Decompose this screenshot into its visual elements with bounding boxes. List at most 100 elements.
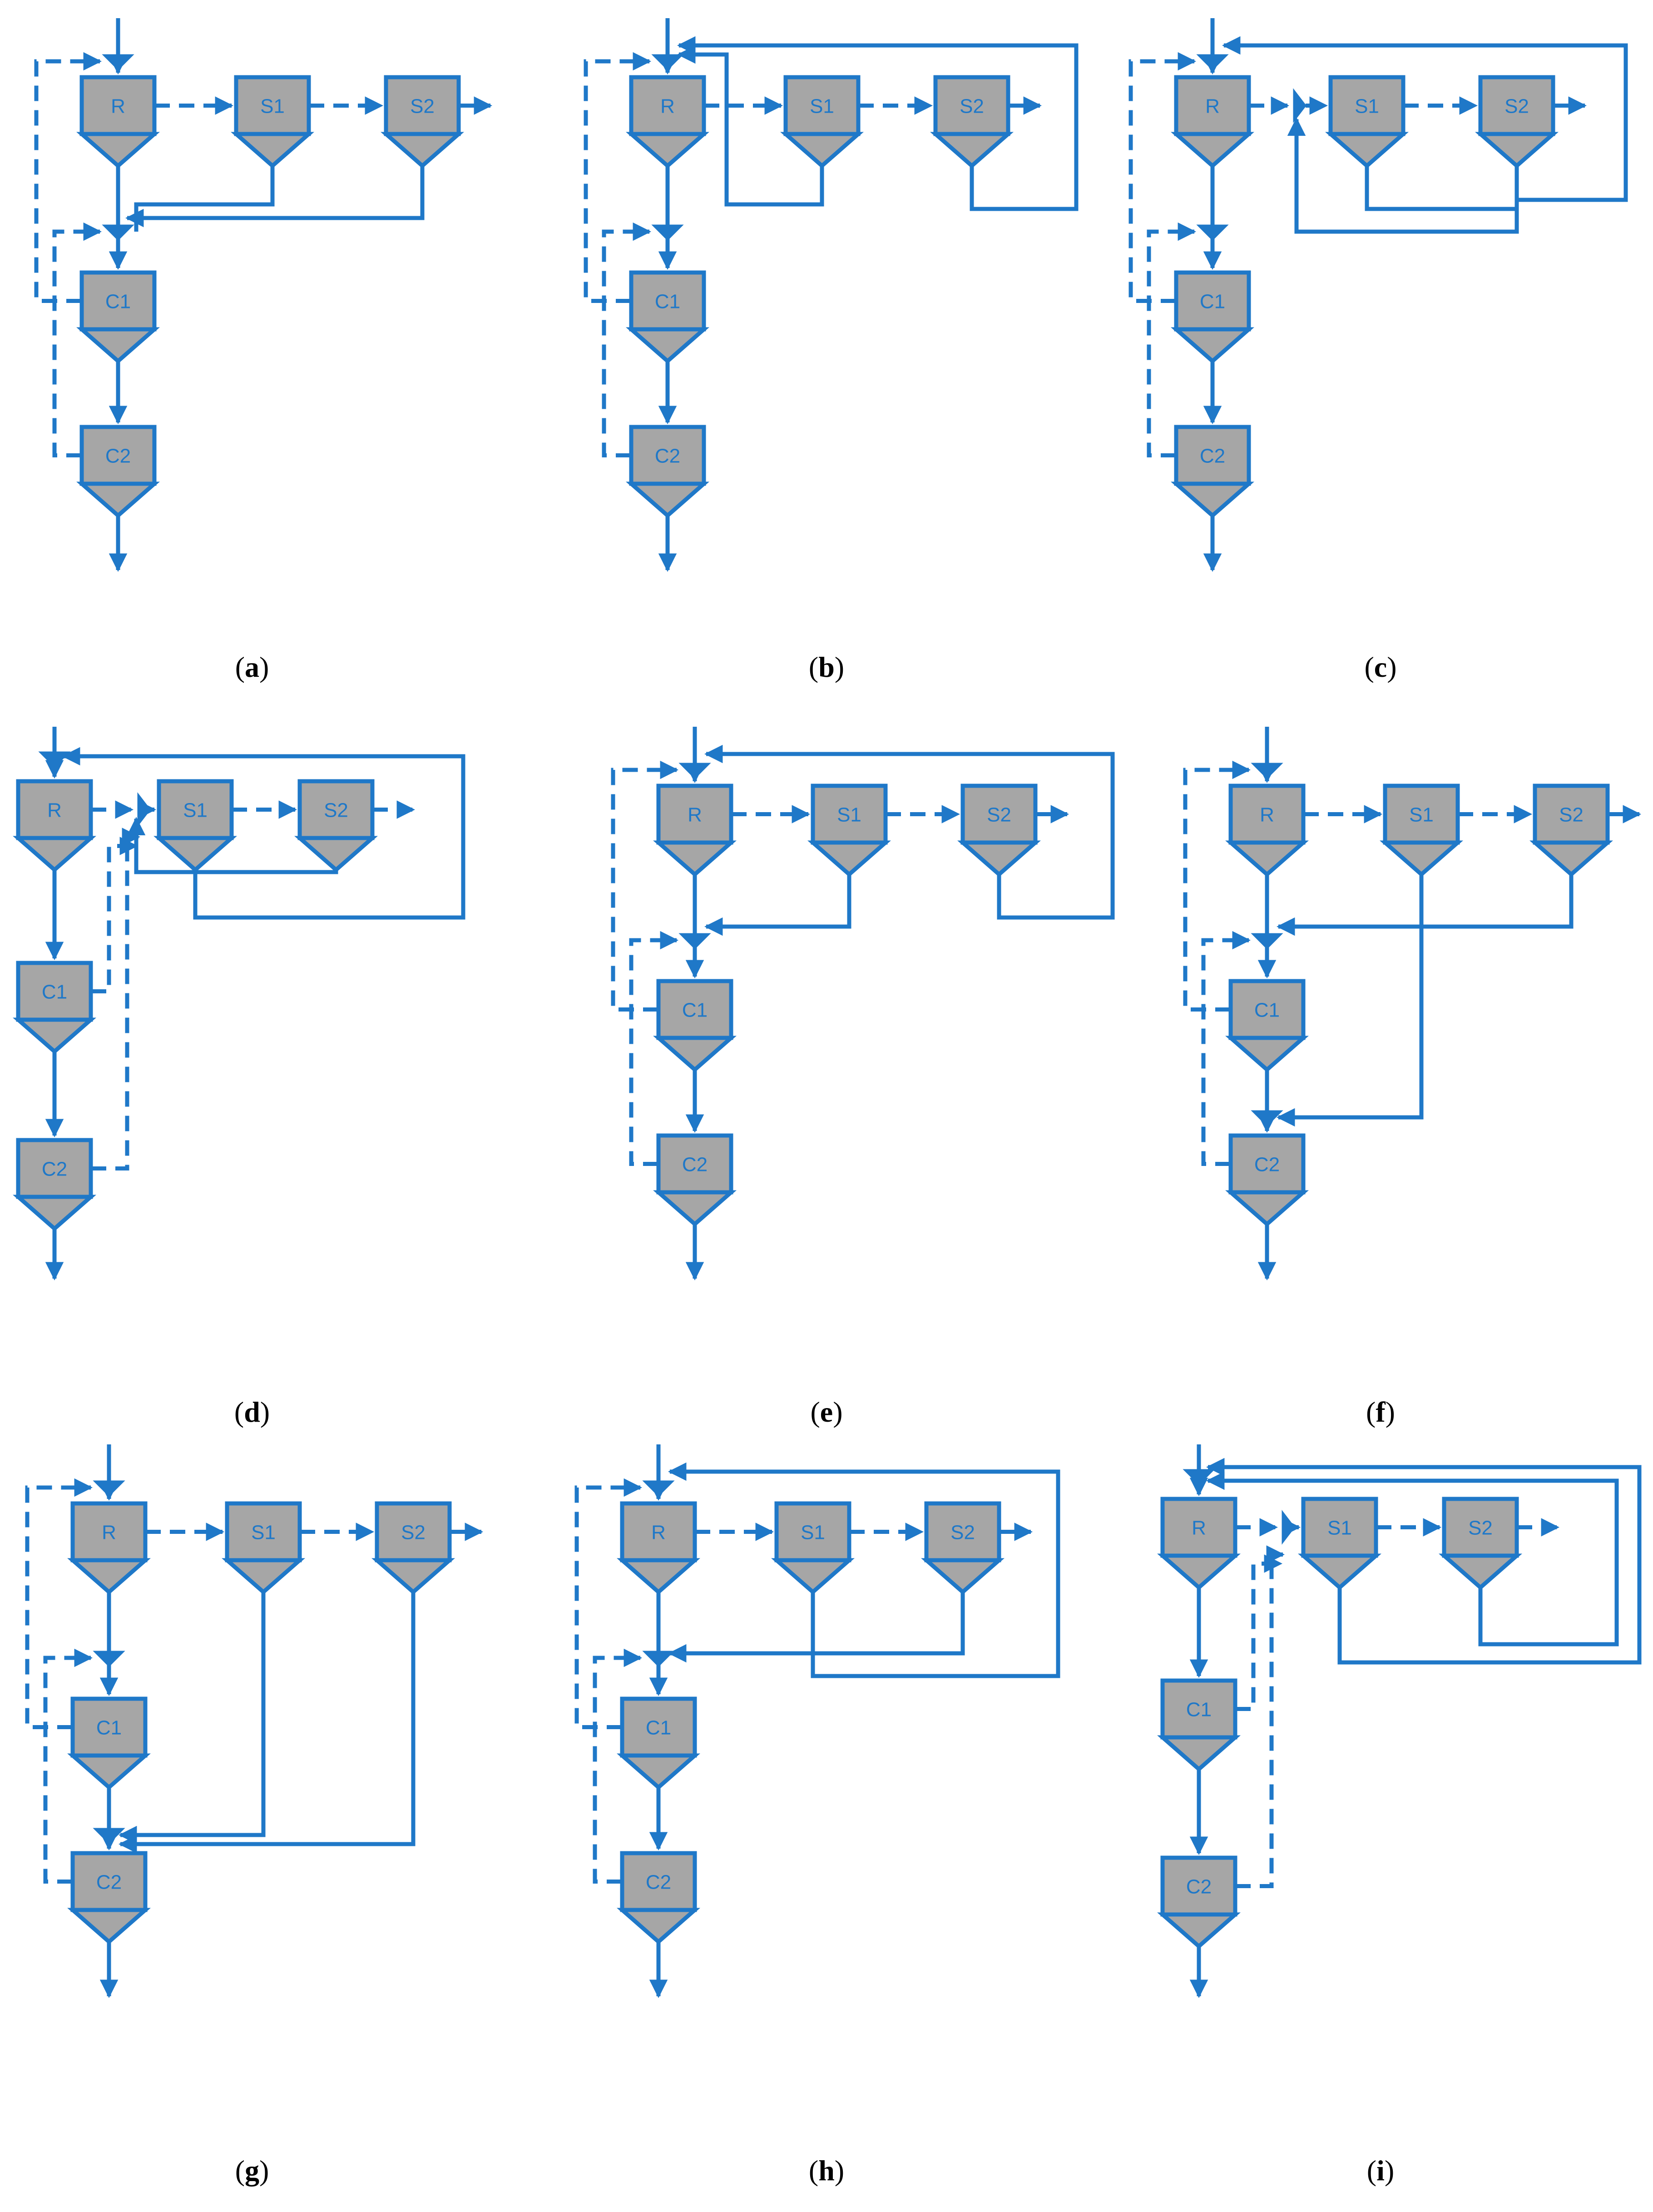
solid-stream	[1287, 117, 1519, 234]
clarifier-2-unit-cone	[653, 1190, 737, 1227]
reactor-unit: R	[653, 784, 737, 877]
panel-caption-letter: e	[820, 1396, 833, 1428]
settler-2-unit-body	[375, 1501, 452, 1562]
reactor-unit-cone	[626, 132, 709, 169]
settler-2-unit-cone	[1475, 132, 1559, 169]
clarifier-1-unit-cone	[626, 327, 709, 364]
clarifier-1-unit-cone	[1171, 327, 1254, 364]
solid-stream	[704, 744, 1115, 920]
settler-2-unit-cone	[381, 132, 464, 169]
settler-2-unit: S2	[957, 784, 1041, 877]
clarifier-2-unit-cone	[1225, 1190, 1309, 1227]
solid-stream	[668, 1592, 965, 1663]
settler-2-unit-label: S2	[410, 95, 435, 118]
clarifier-2-unit: C2	[13, 1138, 96, 1231]
reactor-unit-label: R	[1260, 804, 1274, 826]
clarifier-2-unit: C2	[653, 1133, 737, 1227]
clarifier-1-unit-cone	[76, 327, 160, 364]
reactor-unit-label: R	[102, 1522, 116, 1544]
settler-1-unit-cone	[1325, 132, 1409, 169]
settler-2-unit-label: S2	[401, 1522, 426, 1544]
clarifier-1-unit-label: C1	[105, 291, 131, 313]
clarifier-2-unit-cone	[626, 481, 709, 518]
mixer-icon	[651, 224, 684, 241]
panel-caption-g: (g)	[235, 2154, 269, 2187]
settler-2-unit: S2	[1475, 75, 1559, 169]
settler-1-unit-label: S1	[260, 95, 285, 118]
settler-1-unit-label: S1	[1355, 95, 1379, 118]
clarifier-2-unit-label: C2	[1254, 1154, 1280, 1176]
reactor-unit-label: R	[1192, 1517, 1206, 1539]
solid-stream	[1365, 166, 1519, 211]
clarifier-2-unit-label: C2	[1186, 1876, 1212, 1898]
clarifier-2-unit-cone	[617, 1908, 700, 1944]
clarifier-2-unit: C2	[1225, 1133, 1309, 1227]
settler-2-unit-cone	[1439, 1553, 1522, 1590]
settler-2-unit-cone	[930, 132, 1014, 169]
panel-caption-letter: a	[245, 651, 259, 683]
settler-1-unit-cone	[780, 132, 864, 169]
dashed-stream	[1235, 1545, 1285, 1888]
solid-stream	[668, 1462, 1060, 1678]
settler-2-unit: S2	[371, 1501, 455, 1595]
clarifier-2-unit: C2	[1157, 1855, 1241, 1949]
settler-1-unit-label: S1	[183, 799, 208, 822]
settler-2-unit-cone	[921, 1558, 1005, 1595]
clarifier-2-unit-label: C2	[42, 1158, 67, 1180]
settler-2-unit-cone	[957, 840, 1041, 877]
settler-1-unit: S1	[780, 75, 864, 169]
settler-1-unit: S1	[771, 1501, 855, 1595]
clarifier-1-unit: C1	[1171, 270, 1254, 364]
settler-2-unit-body	[1442, 1497, 1519, 1558]
clarifier-2-unit: C2	[1171, 425, 1254, 518]
settler-1-unit: S1	[1298, 1497, 1381, 1590]
dashed-stream	[43, 1648, 93, 1884]
clarifier-2-unit-label: C2	[655, 445, 680, 467]
clarifier-1-unit-label: C1	[1200, 291, 1225, 313]
settler-1-unit-cone	[807, 840, 891, 877]
reactor-unit-body	[620, 1501, 697, 1562]
clarifier-2-unit-cone	[67, 1908, 151, 1944]
settler-2-unit-label: S2	[960, 95, 984, 118]
settler-1-unit: S1	[807, 784, 891, 877]
clarifier-2-unit: C2	[617, 1851, 700, 1944]
clarifier-2-unit-label: C2	[96, 1871, 122, 1894]
panel-caption-f: (f)	[1366, 1396, 1395, 1428]
panel-caption-d: (d)	[234, 1396, 270, 1428]
clarifier-1-unit-cone	[67, 1753, 151, 1790]
mixer-icon	[1251, 1110, 1283, 1127]
panel-caption-letter: d	[244, 1396, 260, 1428]
solid-stream	[125, 166, 425, 228]
reactor-unit-cone	[76, 132, 160, 169]
clarifier-1-unit: C1	[1157, 1678, 1241, 1772]
reactor-unit: R	[1225, 784, 1309, 877]
clarifier-1-unit-cone	[617, 1753, 700, 1790]
clarifier-2-unit-body	[1160, 1855, 1237, 1917]
reactor-unit: R	[1157, 1497, 1241, 1590]
reactor-unit-label: R	[47, 799, 62, 822]
reactor-unit-label: R	[688, 804, 702, 826]
settler-1-unit-cone	[153, 836, 237, 873]
solid-stream	[118, 1592, 266, 1845]
clarifier-2-unit: C2	[67, 1851, 151, 1944]
reactor-unit-label: R	[660, 95, 675, 118]
solid-stream	[1206, 1471, 1619, 1647]
clarifier-2-unit: C2	[76, 425, 160, 518]
reactor-unit-body	[629, 75, 706, 136]
panel-caption-c: (c)	[1364, 651, 1396, 683]
dashed-stream	[91, 837, 139, 993]
panel-caption-h: (h)	[809, 2154, 844, 2187]
splitter-icon	[1293, 88, 1307, 123]
panel-caption-letter: i	[1376, 2154, 1385, 2187]
settler-2-unit: S2	[1529, 784, 1613, 877]
settler-1-unit: S1	[222, 1501, 305, 1595]
settler-2-unit-label: S2	[950, 1522, 975, 1544]
reactor-unit-cone	[67, 1558, 151, 1595]
dashed-stream	[1147, 222, 1197, 457]
reactor-unit: R	[617, 1501, 700, 1595]
settler-1-unit-label: S1	[801, 1522, 825, 1544]
clarifier-1-unit-label: C1	[96, 1717, 122, 1739]
